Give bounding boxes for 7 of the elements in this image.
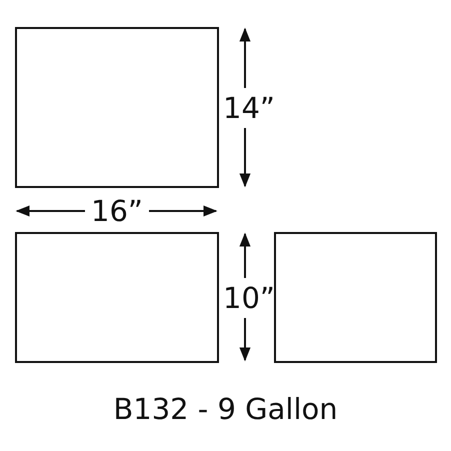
caption: B132 - 9 Gallon [112, 392, 339, 426]
dimension-label: 16” [91, 195, 143, 227]
rectangle-outline [274, 232, 437, 363]
rectangle-outline [15, 27, 219, 188]
dimension-label: 14” [223, 92, 275, 124]
rectangle-outline [15, 232, 219, 363]
dimension-label: 10” [223, 282, 275, 314]
